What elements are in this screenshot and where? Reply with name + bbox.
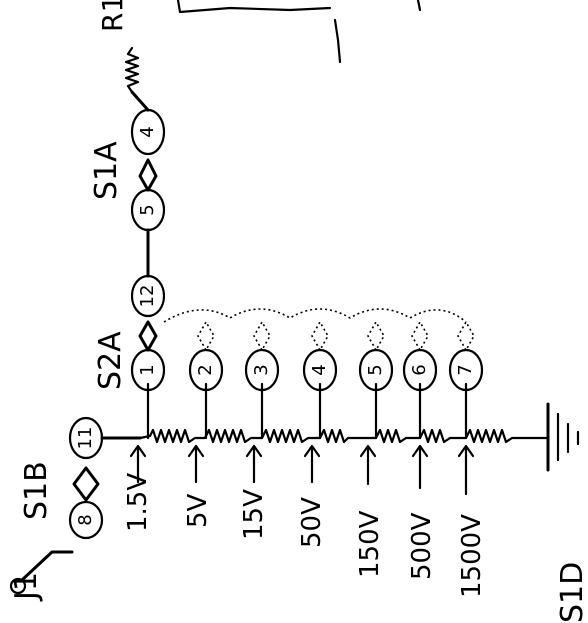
- j1-label: J1: [9, 572, 44, 602]
- r19-label: R19: [96, 0, 129, 32]
- s2a-label: S2A: [93, 331, 128, 390]
- s1a-terminal-5: 5: [137, 204, 158, 215]
- range-arrow-5: [359, 444, 377, 486]
- connector-j1: J1: [9, 550, 74, 602]
- range-arrow-7: [457, 444, 475, 496]
- switch-s2a: S2A 1 2 3 4 5 6 7 12: [93, 274, 484, 392]
- s2a-pin-1: 1: [137, 364, 158, 375]
- range-label-4: 50V: [297, 497, 327, 548]
- s1d-label: S1D: [555, 562, 588, 623]
- divider-rail: [100, 402, 580, 472]
- s2a-pin-3: 3: [251, 364, 272, 375]
- s1b-terminal-11: 11: [75, 427, 96, 450]
- tap-stubs: [146, 382, 468, 440]
- range-label-6: 500V: [407, 512, 437, 580]
- s2a-ghost-wipers: [163, 308, 475, 352]
- range-label-3: 15V: [239, 489, 269, 540]
- top-box-fragment: [176, 0, 422, 64]
- s2a-terminal-12: 12: [137, 285, 158, 308]
- s1a-terminal-4: 4: [137, 126, 158, 137]
- range-label-2: 5V: [183, 493, 213, 528]
- switch-s1a: S1A 5 4: [89, 108, 166, 278]
- range-arrow-1: [129, 444, 147, 484]
- s1b-terminal-8: 8: [75, 514, 96, 525]
- s2a-pin-5: 5: [365, 364, 386, 375]
- range-arrow-6: [411, 444, 429, 490]
- range-labels: 1.5V 5V 15V 50V 150V 500V 1500V: [123, 444, 487, 598]
- s2a-pin-7: 7: [455, 364, 476, 375]
- range-arrow-2: [187, 444, 205, 484]
- s1a-label: S1A: [89, 141, 124, 200]
- s2a-pin-6: 6: [409, 364, 430, 375]
- s2a-pin-2: 2: [195, 364, 216, 375]
- s1b-label: S1B: [19, 461, 54, 520]
- range-arrow-3: [245, 444, 263, 484]
- range-arrow-4: [303, 444, 321, 484]
- switch-s1b: S1B 8 11: [19, 416, 104, 540]
- s2a-wiper: [138, 320, 158, 352]
- resistor-r19: R19: [96, 0, 150, 112]
- s2a-pin-4: 4: [309, 364, 330, 375]
- range-label-5: 150V: [355, 510, 385, 578]
- range-label-7: 1500V: [457, 514, 487, 598]
